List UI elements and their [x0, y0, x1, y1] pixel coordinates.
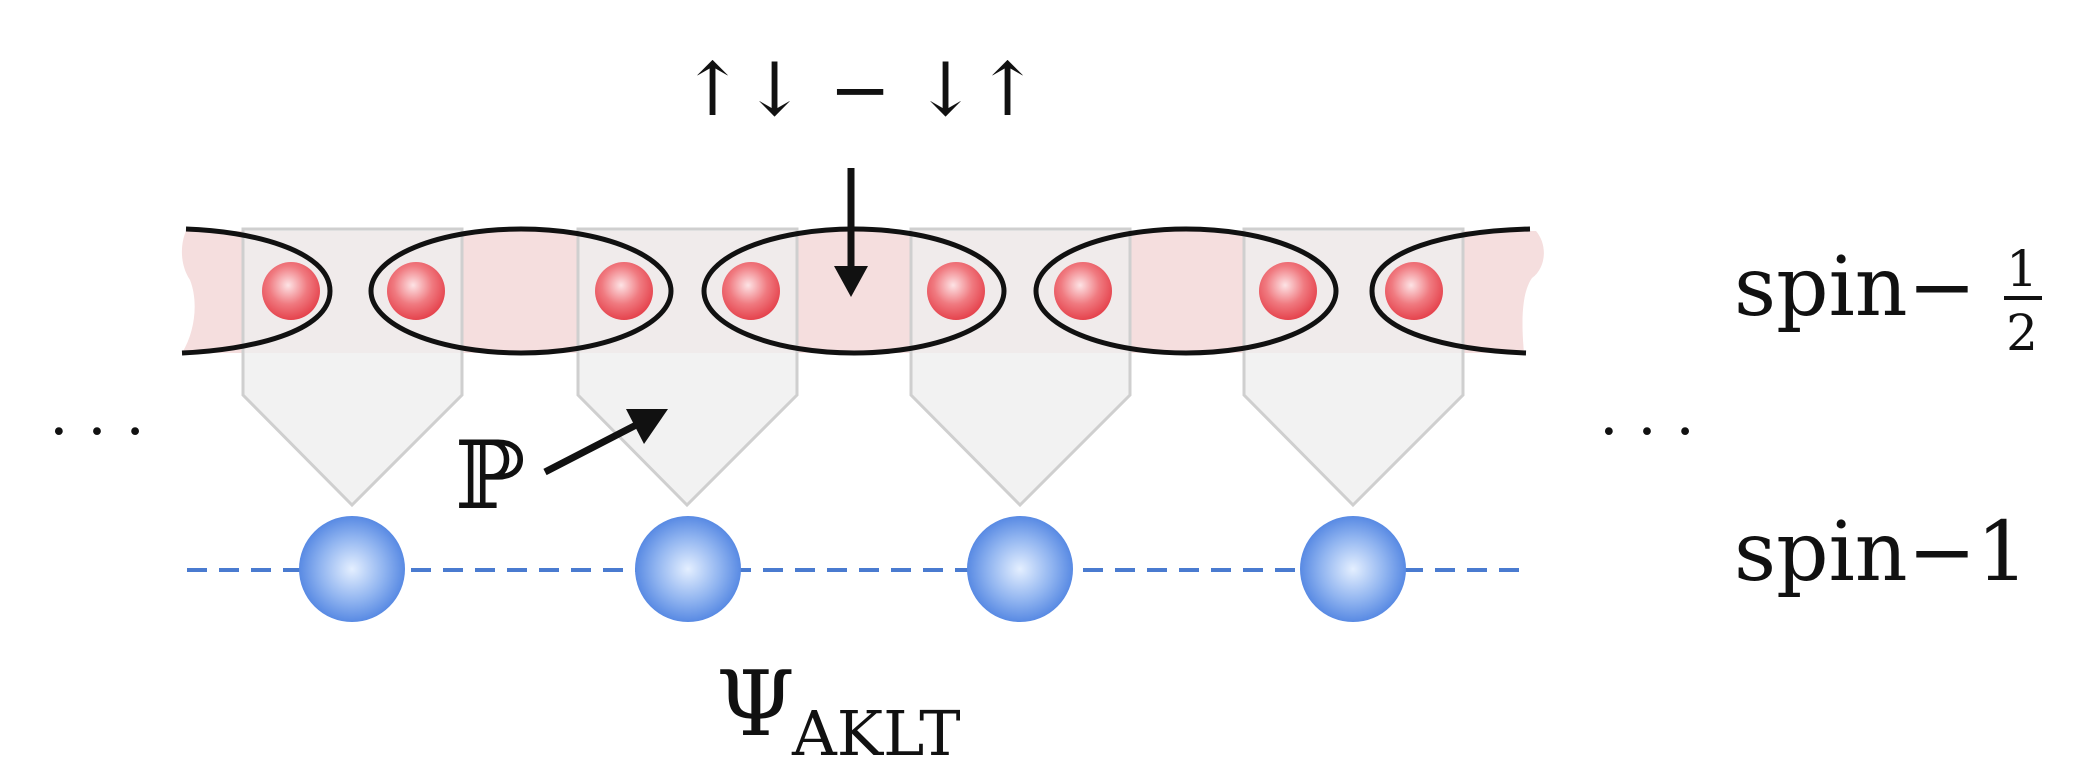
arrow-down-icon	[834, 168, 868, 297]
red-particle	[595, 262, 653, 320]
spin-half-band	[181, 231, 1544, 353]
singlet-bonds	[181, 226, 1531, 356]
wavefunction-label: Ψ AKLT	[716, 652, 961, 770]
blue-particle	[967, 516, 1073, 622]
blue-particle	[299, 516, 405, 622]
singlet-bond	[1033, 226, 1339, 356]
spin-half-denominator: 2	[2006, 304, 2038, 362]
red-particle	[1259, 262, 1317, 320]
red-particle	[927, 262, 985, 320]
psi-subscript: AKLT	[791, 697, 961, 770]
spin-one-particles	[299, 516, 1406, 622]
red-particle	[1054, 262, 1112, 320]
red-particle	[387, 262, 445, 320]
blue-particle	[1300, 516, 1406, 622]
singlet-label: ↑↓ − ↓↑	[681, 47, 1038, 133]
ellipsis-right: · · ·	[1599, 397, 1694, 467]
spin-half-prefix: spin−	[1734, 240, 1976, 335]
ellipsis-left: · · ·	[49, 397, 144, 467]
singlet-bond-partial-left	[181, 226, 333, 356]
projector-label: ℙ	[455, 422, 526, 531]
spin-one-label: spin−1	[1734, 505, 2029, 600]
red-particle	[262, 262, 320, 320]
singlet-bond	[368, 226, 674, 356]
red-particle	[722, 262, 780, 320]
blue-particle	[635, 516, 741, 622]
spin-half-particles	[262, 262, 1443, 320]
psi-symbol: Ψ	[716, 652, 795, 757]
spin-half-label: spin− 1 2	[1734, 240, 2042, 362]
red-particle	[1385, 262, 1443, 320]
spin-half-numerator: 1	[2006, 240, 2038, 298]
arrow-up-right-icon	[543, 409, 668, 476]
singlet-bond-partial-right	[1369, 226, 1531, 356]
